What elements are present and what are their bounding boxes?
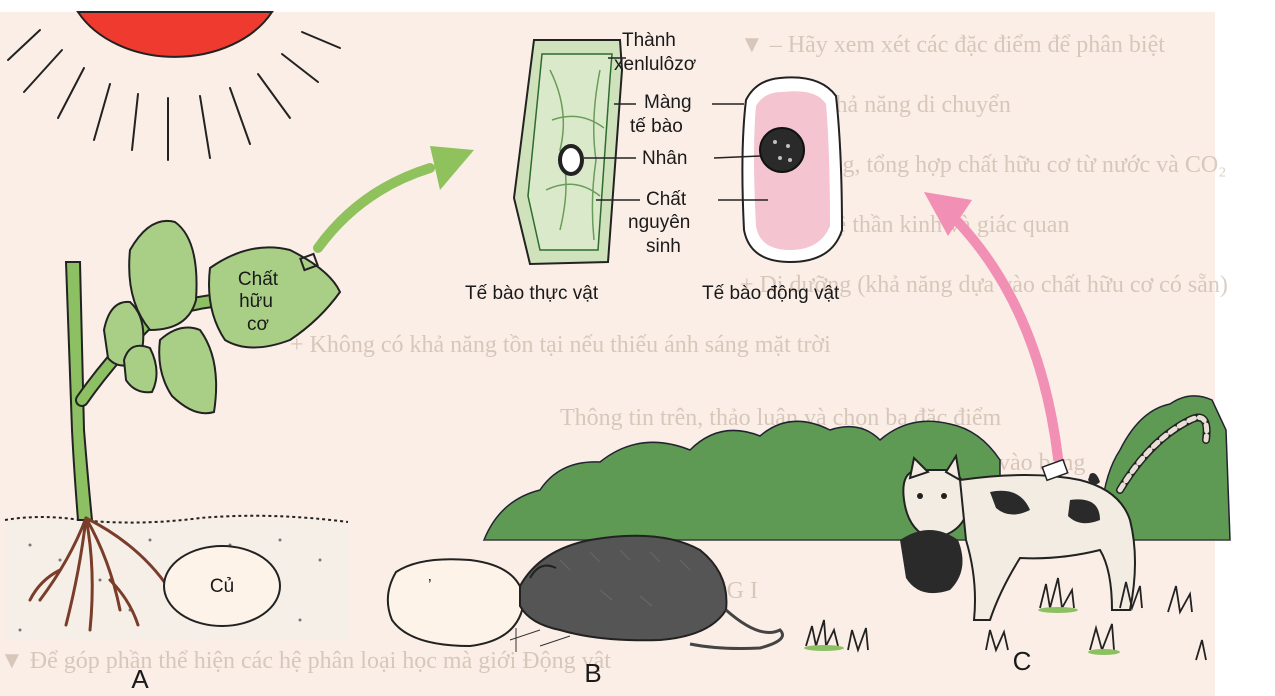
animal-cell-nucleus xyxy=(760,128,804,172)
label-membrane-line-2: tế bào xyxy=(630,116,683,137)
plant-cell xyxy=(514,40,622,264)
cat-eye-left xyxy=(917,493,923,499)
page-margin xyxy=(1215,0,1275,696)
label-membrane-line-1: Màng xyxy=(644,92,692,113)
label-wall-line-2: xenlulôzơ xyxy=(614,54,696,75)
label-cytoplasm-line-2: nguyên xyxy=(628,212,690,233)
panel-letter-b: B xyxy=(584,658,601,688)
leaf-label-line-2: hữu xyxy=(239,291,273,312)
animal-cell-caption: Tế bào động vật xyxy=(702,283,840,304)
label-cytoplasm-line-3: sinh xyxy=(646,236,681,257)
animal-cell xyxy=(742,77,842,262)
cat-eye-right xyxy=(941,493,947,499)
leaf-label-line-1: Chất xyxy=(238,269,279,290)
ghost-line-6: + Không có khả năng tồn tại nếu thiếu án… xyxy=(290,332,831,358)
potato-eye: ’ xyxy=(428,577,432,594)
potato xyxy=(388,559,524,646)
leaf-left-lower xyxy=(124,346,157,393)
ghost-line-1: ▼ – Hãy xem xét các đặc điểm để phân biệ… xyxy=(740,32,1165,58)
plant-cell-nucleus xyxy=(560,146,582,174)
panel-letter-c: C xyxy=(1013,646,1032,676)
tuber-label: Củ xyxy=(210,576,234,597)
ghost-line-10: ▼ Để góp phần thể hiện các hệ phân loại … xyxy=(0,648,611,674)
plant-cell-caption: Tế bào thực vật xyxy=(465,283,599,304)
panel-letter-a: A xyxy=(131,664,149,694)
label-wall-line-1: Thành xyxy=(622,30,676,51)
leaf-label-line-3: cơ xyxy=(247,314,269,335)
top-margin xyxy=(0,0,1275,12)
label-nucleus: Nhân xyxy=(642,148,687,169)
label-cytoplasm-line-1: Chất xyxy=(646,189,687,210)
